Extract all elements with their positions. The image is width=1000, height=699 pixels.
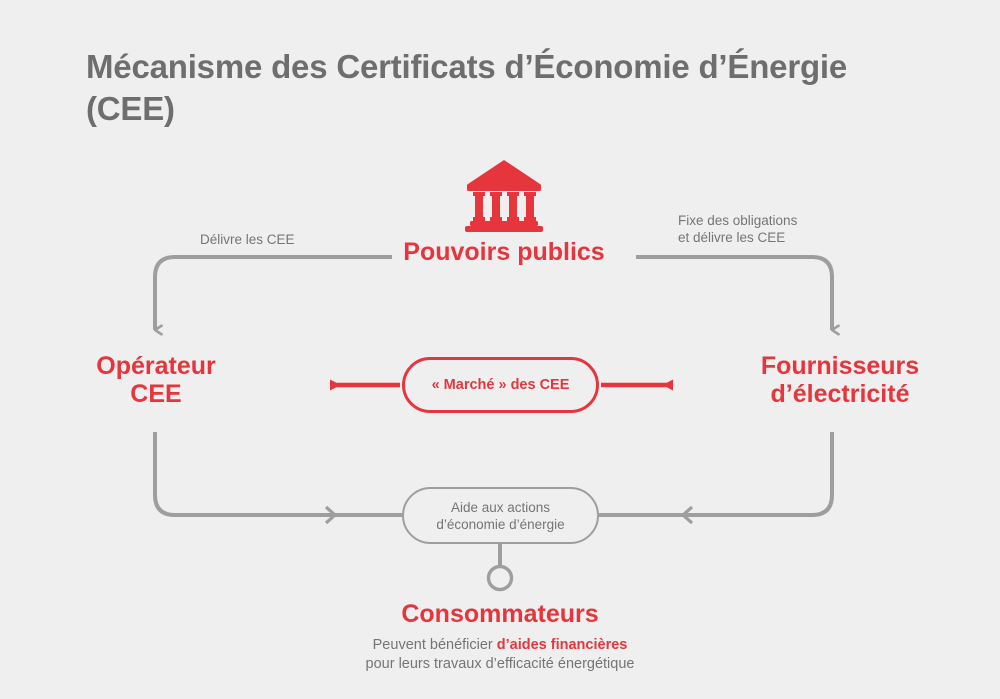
node-marche-des-cee-label: « Marché » des CEE: [431, 377, 570, 393]
edge-caption-fixe-line2: et délivre les CEE: [678, 230, 786, 245]
node-pouvoirs-publics[interactable]: Pouvoirs publics: [354, 238, 654, 266]
consumer-subtext-accent: d’aides financières: [496, 637, 628, 653]
edge-operateur-to-aide-arrowhead: [324, 505, 338, 525]
node-fournisseurs-electricite[interactable]: Fournisseurs d’électricité: [730, 352, 950, 409]
node-operateur-cee-label-line2: CEE: [130, 380, 182, 409]
edge-fournisseurs-to-aide-arrowhead: [680, 505, 694, 525]
consumer-subtext: Peuvent bénéficier d’aides financières p…: [250, 636, 750, 674]
edge-pouvoirs-to-fournisseurs: [636, 255, 832, 330]
consumer-subtext-line2: pour leurs travaux d’efficacité énergéti…: [365, 656, 635, 672]
node-marche-des-cee[interactable]: « Marché » des CEE: [402, 357, 599, 413]
edge-caption-fixe-obligations: Fixe des obligations et délivre les CEE: [678, 212, 898, 246]
edge-caption-delivre-les-cee: Délivre les CEE: [200, 231, 400, 248]
edge-caption-delivre-line1: Délivre les CEE: [200, 232, 295, 247]
consumer-node-ring: [486, 564, 514, 592]
page-title-line1: Mécanisme des Certificats d’Économie d’É…: [86, 48, 848, 85]
page-title: Mécanisme des Certificats d’Économie d’É…: [86, 46, 966, 130]
node-aide-label-line1: Aide aux actions: [450, 499, 551, 515]
node-aide-text: Aide aux actions d’économie d’énergie: [426, 499, 574, 533]
edge-pouvoirs-to-operateur: [153, 255, 392, 330]
node-aide-actions-economie[interactable]: Aide aux actions d’économie d’énergie: [402, 487, 599, 544]
edge-operateur-to-aide: [153, 432, 402, 517]
node-aide-label-line2: d’économie d’énergie: [436, 516, 565, 532]
page-title-line2: (CEE): [86, 90, 175, 127]
node-fournisseurs-label-line1: Fournisseurs: [760, 352, 920, 380]
bank-icon: [465, 160, 543, 232]
node-operateur-cee[interactable]: Opérateur CEE: [60, 352, 252, 409]
node-consommateurs-label: Consommateurs: [401, 600, 599, 628]
consumer-subtext-line1: Peuvent bénéficier d’aides financières: [250, 636, 750, 655]
node-operateur-cee-label-line1: Opérateur: [96, 352, 216, 380]
edge-fournisseurs-to-aide: [599, 432, 834, 517]
node-fournisseurs-label-line2: d’électricité: [770, 380, 910, 409]
consumer-subtext-part1: Peuvent bénéficier: [372, 637, 497, 653]
node-consommateurs[interactable]: Consommateurs: [350, 600, 650, 628]
edge-caption-fixe-line1: Fixe des obligations: [678, 213, 798, 228]
node-pouvoirs-publics-label: Pouvoirs publics: [403, 238, 605, 266]
